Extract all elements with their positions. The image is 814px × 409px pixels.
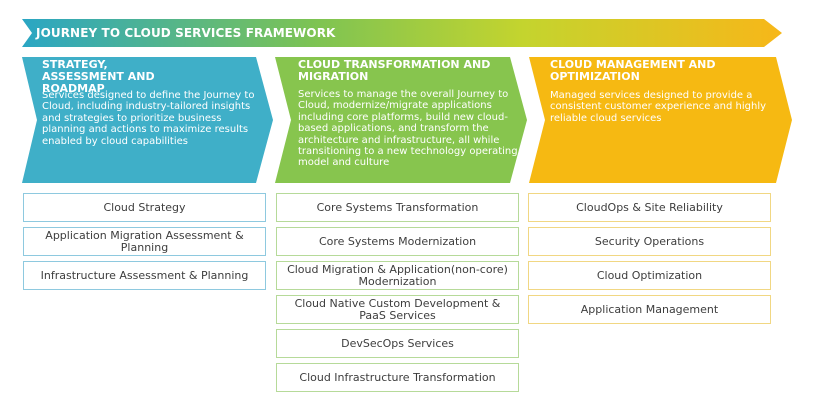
chevron-management: [529, 57, 792, 183]
service-cloudops-site-reliability[interactable]: CloudOps & Site Reliability: [528, 193, 771, 222]
service-application-migration-assessment[interactable]: Application Migration Assessment & Plann…: [23, 227, 266, 256]
framework-title: JOURNEY TO CLOUD SERVICES FRAMEWORK: [36, 26, 336, 40]
transformation-description: Services to manage the overall Journey t…: [298, 89, 518, 169]
management-title: CLOUD MANAGEMENT AND OPTIMIZATION: [550, 58, 716, 83]
service-infrastructure-assessment[interactable]: Infrastructure Assessment & Planning: [23, 261, 266, 290]
chevron-transformation: [275, 57, 527, 183]
framework-graphic: [22, 19, 792, 183]
transformation-title: CLOUD TRANSFORMATION AND MIGRATION: [298, 58, 491, 83]
service-cloud-strategy[interactable]: Cloud Strategy: [23, 193, 266, 222]
chevron-strategy: [22, 57, 273, 183]
service-cloud-optimization[interactable]: Cloud Optimization: [528, 261, 771, 290]
service-core-systems-modernization[interactable]: Core Systems Modernization: [276, 227, 519, 256]
strategy-description: Services designed to define the Journey …: [42, 90, 255, 147]
management-description: Managed services designed to provide a c…: [550, 90, 767, 124]
service-cloud-migration-modernization[interactable]: Cloud Migration & Application(non-core) …: [276, 261, 519, 290]
service-security-operations[interactable]: Security Operations: [528, 227, 771, 256]
banner-arrow: [22, 19, 782, 47]
strategy-title: STRATEGY, ASSESSMENT AND ROADMAP: [42, 58, 155, 95]
service-cloud-native-development[interactable]: Cloud Native Custom Development & PaaS S…: [276, 295, 519, 324]
service-cloud-infrastructure-transformation[interactable]: Cloud Infrastructure Transformation: [276, 363, 519, 392]
service-devsecops[interactable]: DevSecOps Services: [276, 329, 519, 358]
service-core-systems-transformation[interactable]: Core Systems Transformation: [276, 193, 519, 222]
service-application-management[interactable]: Application Management: [528, 295, 771, 324]
